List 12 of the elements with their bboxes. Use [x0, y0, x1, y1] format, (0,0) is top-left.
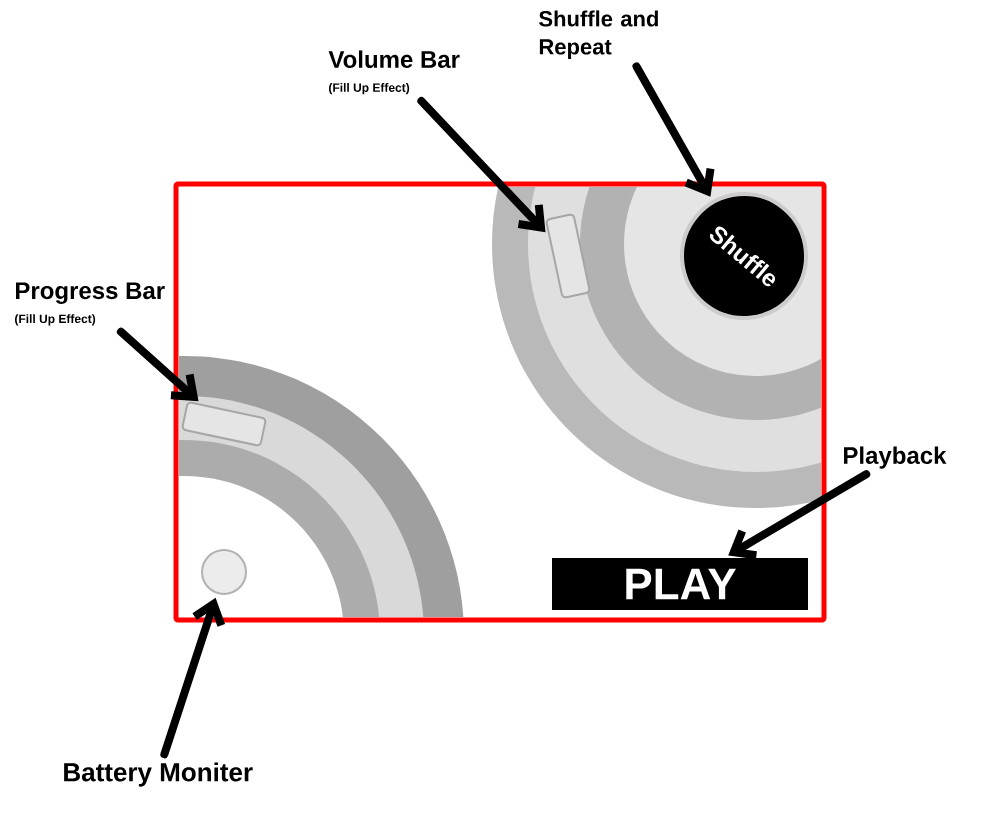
play-button: PLAY	[552, 558, 808, 610]
arrow	[632, 62, 715, 197]
arrow	[417, 97, 546, 233]
arrow	[160, 597, 226, 759]
callout-label: Shuffle and Repeat	[539, 10, 658, 59]
fill-bar	[545, 213, 591, 299]
fill-bar	[181, 401, 267, 447]
callout-label: Playback	[844, 446, 947, 469]
battery-indicator	[201, 549, 247, 595]
arrow	[116, 327, 199, 402]
arrow	[728, 470, 871, 560]
callout-label: Battery Moniter	[64, 762, 253, 787]
